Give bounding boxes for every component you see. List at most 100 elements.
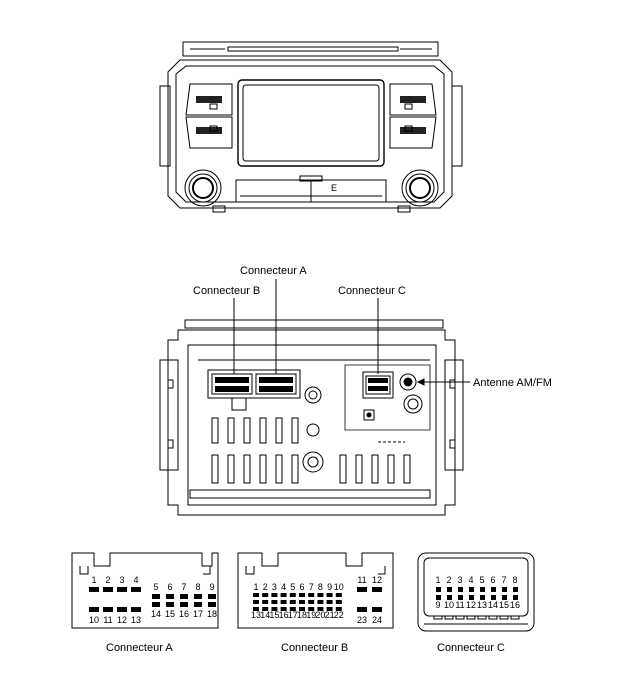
pin-b: [308, 593, 315, 597]
pin-b: [253, 600, 259, 604]
pin-c: [469, 595, 474, 600]
pin-c: [480, 587, 485, 592]
pin-number-b: 14: [260, 610, 270, 620]
pin-number-a: 6: [167, 582, 172, 592]
pin-number-a: 14: [151, 609, 161, 619]
leader-lines: [233, 279, 470, 386]
latch-bump: [510, 615, 520, 620]
label-connecteur-c: Connecteur C: [338, 285, 406, 297]
pin-c: [513, 595, 518, 600]
front-center-mark: E: [331, 183, 337, 193]
pin-a: [166, 602, 174, 607]
pin-a: [131, 587, 141, 592]
pin-b: [335, 593, 342, 597]
pin-b: [262, 593, 269, 597]
pin-b: [335, 607, 342, 611]
pin-c: [436, 587, 441, 592]
connector-b-outline: [237, 552, 394, 629]
pin-b: [299, 600, 305, 604]
pin-a: [208, 602, 216, 607]
pin-number-c: 10: [444, 600, 454, 610]
pin-number-a: 11: [103, 615, 112, 625]
pin-number-c: 7: [501, 575, 506, 585]
pin-number-b: 23: [357, 615, 367, 625]
pin-a: [166, 594, 174, 599]
pin-number-b: 3: [272, 582, 277, 592]
pin-b: [253, 607, 259, 611]
connector-c-outline: [417, 552, 535, 632]
latch-bump: [499, 615, 509, 620]
pin-b: [335, 600, 342, 604]
pin-number-b: 19: [306, 610, 316, 620]
pin-a: [180, 602, 188, 607]
label-antenne: Antenne AM/FM: [473, 377, 552, 389]
pin-number-b: 12: [372, 575, 382, 585]
pin-b: [271, 593, 278, 597]
front-panel: [159, 41, 463, 213]
pin-a: [208, 594, 216, 599]
pin-number-b: 20: [315, 610, 325, 620]
pin-number-b: 16: [279, 610, 289, 620]
pin-b: [262, 600, 269, 604]
pin-number-b: 15: [269, 610, 279, 620]
pin-c: [458, 587, 463, 592]
caption-connecteur-b: Connecteur B: [281, 642, 348, 654]
latch-bump: [444, 615, 454, 620]
pin-number-a: 4: [133, 575, 138, 585]
pin-number-b: 21: [325, 610, 335, 620]
pin-number-c: 2: [446, 575, 451, 585]
pin-number-a: 8: [195, 582, 200, 592]
pin-c: [513, 587, 518, 592]
pin-number-c: 9: [435, 600, 440, 610]
pin-b: [280, 593, 287, 597]
pin-b: [372, 587, 382, 592]
rear-panel: [159, 319, 464, 516]
pin-number-b: 1: [253, 582, 258, 592]
connector-a-outline: [71, 552, 219, 629]
pin-b: [326, 607, 333, 611]
pin-number-b: 17: [288, 610, 298, 620]
pin-b: [262, 607, 269, 611]
pin-number-c: 15: [499, 600, 509, 610]
pin-number-b: 11: [357, 575, 366, 585]
left-knob: [184, 169, 222, 207]
pin-c: [491, 587, 496, 592]
latch-bump: [466, 615, 476, 620]
pin-b: [357, 607, 367, 612]
pin-b: [289, 593, 296, 597]
pin-number-a: 7: [181, 582, 186, 592]
pin-a: [152, 602, 160, 607]
pin-b: [280, 607, 287, 611]
pin-a: [194, 594, 202, 599]
pin-number-b: 7: [309, 582, 314, 592]
right-knob: [401, 169, 439, 207]
pin-number-b: 10: [334, 582, 344, 592]
vent-slots: [211, 417, 411, 484]
pin-b: [280, 600, 287, 604]
pin-a: [89, 607, 99, 612]
pin-b: [326, 593, 333, 597]
pin-number-c: 8: [512, 575, 517, 585]
pin-b: [253, 593, 259, 597]
pin-number-a: 1: [91, 575, 96, 585]
pin-number-a: 16: [179, 609, 189, 619]
pin-b: [299, 607, 305, 611]
pin-c: [502, 587, 507, 592]
pin-a: [117, 587, 127, 592]
pin-number-a: 13: [131, 615, 141, 625]
label-connecteur-b: Connecteur B: [193, 285, 260, 297]
pin-number-a: 5: [153, 582, 158, 592]
pin-a: [117, 607, 127, 612]
connector-a-pins: [89, 587, 216, 612]
pin-b: [317, 593, 324, 597]
pin-number-c: 1: [435, 575, 440, 585]
latch-bump: [455, 615, 465, 620]
pin-number-c: 13: [477, 600, 487, 610]
pin-b: [271, 607, 278, 611]
pin-b: [308, 607, 315, 611]
pin-c: [458, 595, 463, 600]
pin-number-c: 11: [455, 600, 464, 610]
pin-number-b: 4: [281, 582, 286, 592]
pin-number-b: 9: [327, 582, 332, 592]
